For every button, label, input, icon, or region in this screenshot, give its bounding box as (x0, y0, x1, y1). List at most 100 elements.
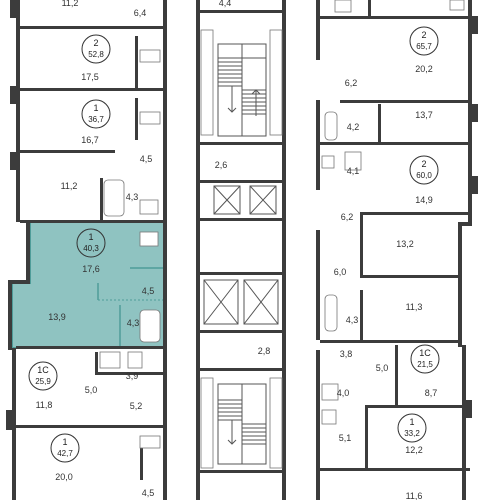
partition-wall (20, 26, 165, 29)
partition-wall (368, 0, 371, 18)
sanitary-fixtures (99, 0, 465, 449)
partition-wall (135, 98, 138, 140)
stairwell-bottom (217, 383, 267, 465)
apartment-badge[interactable]: 1 42,7 (50, 433, 80, 463)
room-area-label: 17,6 (82, 264, 100, 274)
room-area-label: 4,2 (347, 122, 360, 132)
partition-wall (378, 104, 381, 144)
room-area-label: 20,2 (415, 64, 433, 74)
apartment-badge[interactable]: 2 60,0 (409, 155, 439, 185)
outer-wall (458, 222, 462, 347)
room-area-label: 17,5 (81, 72, 99, 82)
apartment-area: 42,7 (57, 449, 73, 458)
room-area-label: 11,3 (406, 302, 423, 312)
elevator-shaft (213, 185, 241, 215)
partition-wall (395, 345, 398, 405)
apartment-area: 60,0 (416, 171, 432, 180)
room-area-label: 13,7 (415, 110, 433, 120)
partition-wall (95, 372, 165, 375)
partition-wall (320, 468, 470, 471)
core-wall (196, 218, 286, 221)
wall-column (6, 410, 12, 430)
outer-wall (26, 222, 30, 284)
room-area-label: 6,4 (134, 8, 147, 18)
room-area-label: 14,9 (415, 195, 433, 205)
outer-wall (462, 345, 466, 500)
partition-wall (140, 440, 143, 480)
core-wall (196, 272, 286, 275)
stairwell-top (217, 43, 267, 137)
room-area-label: 4,5 (142, 488, 155, 498)
room-area-label: 2,6 (215, 160, 228, 170)
outer-wall (8, 280, 30, 284)
apartment-rooms: 2 (421, 30, 426, 40)
outer-wall (12, 348, 16, 500)
room-area-label: 16,7 (81, 135, 99, 145)
apartment-badge[interactable]: 2 65,7 (409, 26, 439, 56)
wall-column (472, 176, 478, 194)
room-area-label: 3,8 (340, 349, 353, 359)
left-block-walls (6, 0, 167, 500)
room-area-label: 12,2 (405, 445, 423, 455)
partition-wall (365, 408, 368, 468)
corridor-wall (316, 100, 320, 190)
apartment-badge[interactable]: 1С 25,9 (28, 361, 58, 391)
room-area-label: 4,4 (219, 0, 232, 8)
room-area-label: 13,9 (48, 312, 66, 322)
outer-wall (8, 280, 12, 350)
partition-wall (360, 212, 470, 215)
room-area-label: 11,2 (62, 0, 79, 8)
wall-column (10, 152, 16, 170)
partition-wall (320, 142, 470, 145)
apartment-area: 40,3 (83, 244, 99, 253)
apartment-rooms: 1С (419, 348, 431, 358)
right-block-walls (316, 0, 478, 500)
apartment-area: 36,7 (88, 115, 104, 124)
room-area-label: 4,3 (126, 192, 139, 202)
central-core (196, 0, 286, 500)
core-wall (196, 368, 286, 371)
apartment-rooms: 2 (93, 38, 98, 48)
outer-wall (468, 0, 472, 225)
apartment-badge[interactable]: 2 52,8 (81, 34, 111, 64)
room-area-label: 4,3 (346, 315, 359, 325)
room-area-label: 8,7 (425, 388, 438, 398)
room-area-label: 4,3 (127, 318, 140, 328)
core-wall (196, 180, 286, 183)
partition-wall (20, 88, 165, 91)
apartment-rooms: 1 (409, 417, 414, 427)
room-area-label: 5,2 (130, 401, 143, 411)
partition-wall (16, 425, 166, 428)
room-area-label: 13,2 (396, 239, 414, 249)
elevator-shaft (203, 279, 239, 325)
room-area-label: 4,1 (347, 166, 360, 176)
room-area-label: 6,2 (341, 212, 354, 222)
apartment-badge[interactable]: 1 40,3 (76, 228, 106, 258)
outer-wall (16, 0, 20, 222)
room-area-label: 2,8 (258, 346, 271, 356)
partition-wall (135, 36, 138, 88)
room-area-label: 3,9 (126, 371, 139, 381)
corridor-wall (163, 0, 167, 500)
partition-wall (340, 100, 470, 103)
core-wall (282, 0, 286, 500)
apartment-rooms: 1С (37, 365, 49, 375)
corridor-wall (316, 230, 320, 340)
partition-wall (365, 405, 465, 408)
core-wall (196, 470, 286, 473)
apartment-area: 21,5 (417, 360, 433, 369)
partition-wall (320, 340, 462, 343)
apartment-badge[interactable]: 1 33,2 (397, 413, 427, 443)
room-area-labels: 11,2 6,4 4,4 17,5 16,7 4,5 11,2 4,3 2,6 … (36, 0, 438, 500)
partition-wall (20, 220, 165, 223)
partition-wall (320, 16, 470, 19)
core-wall (196, 330, 286, 333)
apartment-badge[interactable]: 1 36,7 (81, 99, 111, 129)
wall-column (472, 104, 478, 122)
room-area-label: 11,6 (406, 491, 423, 500)
partition-wall (16, 346, 166, 349)
apartment-badge[interactable]: 1С 21,5 (410, 344, 440, 374)
apartment-rooms: 1 (88, 232, 93, 242)
core-wall (196, 0, 200, 500)
